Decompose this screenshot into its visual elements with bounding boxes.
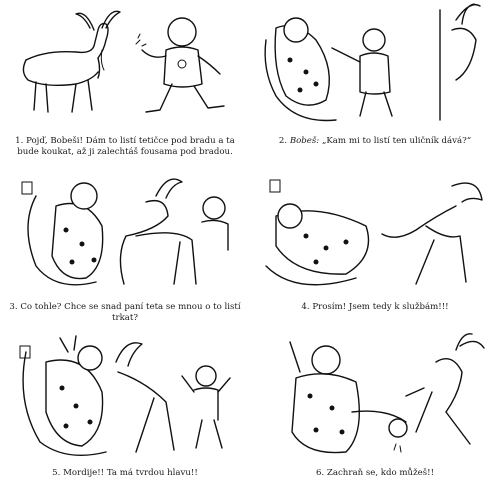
light-switch [19,345,31,359]
panel-1-number: 1. [15,136,24,146]
comic-panel-2: 2. Bobeš: „Kam mi to listí ten uličník d… [250,0,500,166]
panel-4-text: Prosím! Jsem tedy k službám!!! [312,302,449,312]
panel-6-caption: 6. Zachraň se, kdo můžeš!! [254,468,496,479]
panel-2-caption: 2. Bobeš: „Kam mi to listí ten uličník d… [254,136,496,147]
goat-charging-figure [381,182,483,285]
aunt-spanking-figure [289,341,361,454]
panel-6-illustration [289,333,485,454]
panel-1-caption: 1. Pojď, Bobeši! Dám to listí tetičce po… [4,136,246,158]
light-switch [269,179,281,193]
panel-6-text: Zachraň se, kdo můžeš!! [326,468,435,478]
rocking-chair-figure [27,182,104,286]
boy-cheering-figure [181,365,231,449]
panel-3-illustration [21,178,229,286]
boy-peeking-figure [201,196,229,251]
goat-at-door-figure [439,3,481,121]
panel-4-caption: 4. Prosím! Jsem tedy k službám!!! [254,302,496,313]
panel-3-caption: 3. Co tohle? Chce se snad paní teta se m… [4,302,246,324]
panel-3-number: 3. [9,302,18,312]
rocking-chair-figure [265,203,370,286]
panel-1-text: Pojď, Bobeši! Dám to listí tetičce pod b… [17,136,235,157]
goat-figure [119,178,197,285]
panel-5-number: 5. [52,468,61,478]
panel-1-illustration [22,10,225,113]
comic-panel-6: 6. Zachraň se, kdo můžeš!! [250,332,500,498]
goat-figure [22,10,121,113]
comic-panel-1: 1. Pojď, Bobeši! Dám to listí tetičce po… [0,0,250,166]
comic-panel-5: 5. Mordije!! Ta má tvrdou hlavu!! [0,332,250,498]
comic-panel-4: 4. Prosím! Jsem tedy k službám!!! [250,166,500,332]
panel-5-illustration [19,335,231,457]
rocking-chair-figure [22,335,107,457]
panel-3-text: Co tohle? Chce se snad paní teta se mnou… [20,302,241,323]
panel-5-caption: 5. Mordije!! Ta má tvrdou hlavu!! [4,468,246,479]
goat-fleeing-figure [405,333,485,445]
boy-figure [331,28,393,117]
panel-4-number: 4. [301,302,310,312]
panel-6-number: 6. [315,468,325,478]
panel-4-illustration [265,179,483,286]
goat-collision-figure [115,342,175,453]
panel-5-text: Mordije!! Ta má tvrdou hlavu!! [63,468,198,478]
boy-figure [135,17,225,113]
light-switch [21,181,33,195]
panel-2-speaker: Bobeš: [289,136,320,146]
comic-panel-3: 3. Co tohle? Chce se snad paní teta se m… [0,166,250,332]
panel-2-number: 2. [278,136,288,146]
panel-2-text: „Kam mi to listí ten uličník dává?“ [321,136,472,146]
rocking-chair-figure [264,17,337,122]
boy-across-lap-figure [351,410,408,453]
panel-2-illustration [264,3,481,122]
